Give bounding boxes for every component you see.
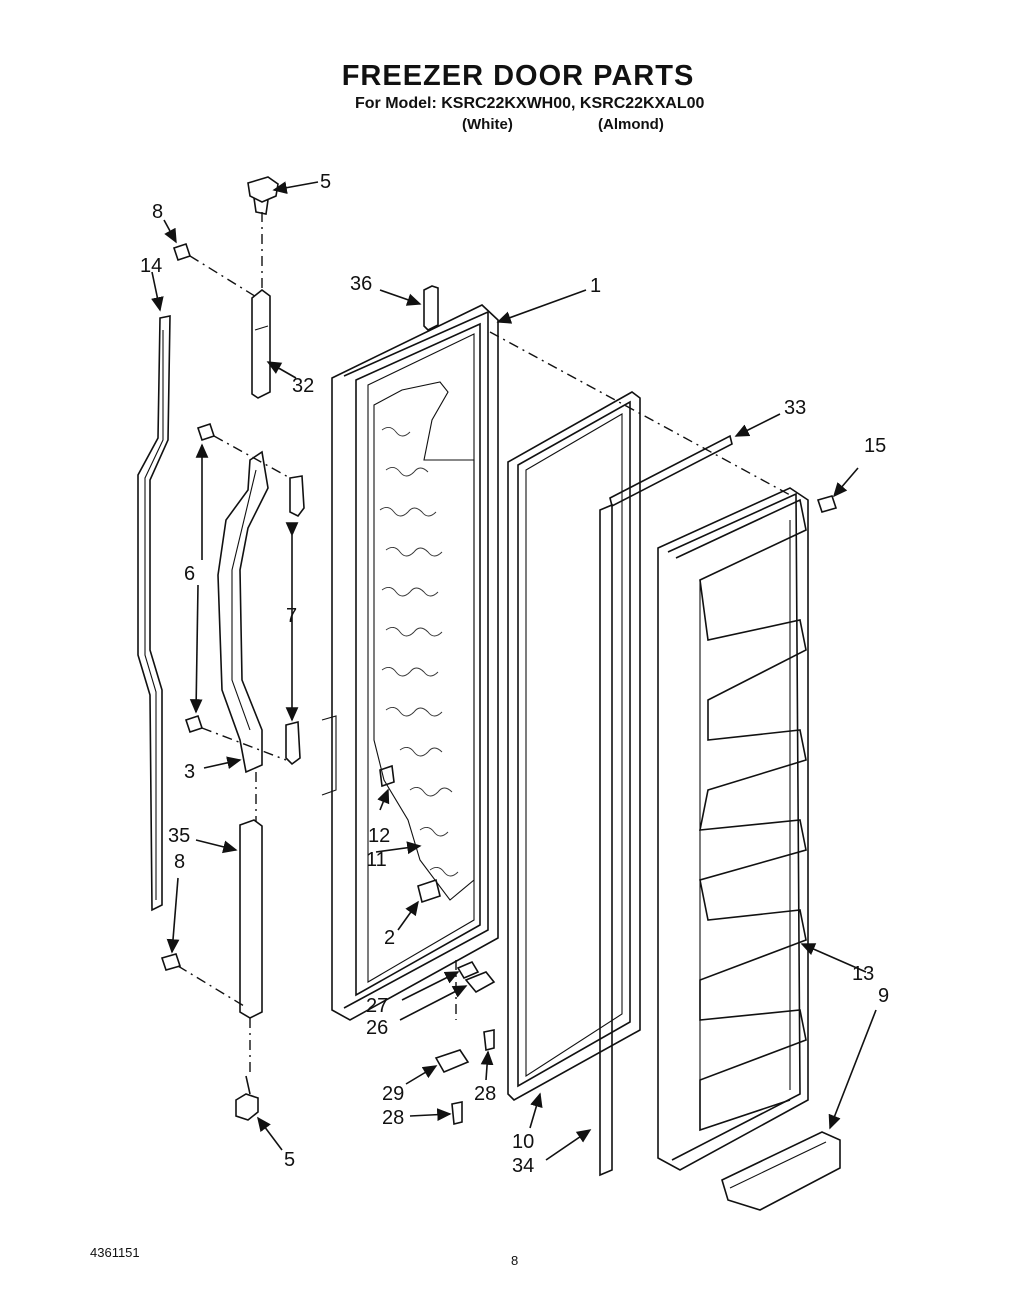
callout-9: 9 — [878, 985, 889, 1007]
callout-8-top: 8 — [152, 201, 163, 223]
callout-14: 14 — [140, 255, 162, 277]
diagram-title: FREEZER DOOR PARTS — [341, 60, 695, 92]
callout-2: 2 — [384, 927, 395, 949]
door-stop-bracket — [321, 715, 337, 796]
door-gasket-part-10 — [507, 391, 641, 1101]
callout-5-top: 5 — [320, 171, 331, 193]
callout-5-bottom: 5 — [284, 1149, 295, 1171]
screw-part-8-top — [172, 242, 192, 262]
callout-26: 26 — [366, 1017, 388, 1039]
callout-28-left: 28 — [382, 1107, 404, 1129]
door-liner-part-13 — [657, 487, 809, 1171]
callout-8-bottom: 8 — [174, 851, 185, 873]
callout-29: 29 — [382, 1083, 404, 1105]
lower-hinge-parts — [434, 960, 496, 1126]
callout-10: 10 — [512, 1131, 534, 1153]
callout-32: 32 — [292, 375, 314, 397]
upper-hinge-bar-part-32 — [251, 288, 271, 399]
page-number: 8 — [511, 1253, 519, 1268]
variant-white: (White) — [462, 116, 513, 133]
callout-1: 1 — [590, 275, 601, 297]
screw-part-6-bottom — [184, 714, 204, 734]
callout-6: 6 — [184, 563, 195, 585]
leader-lines — [151, 181, 877, 1161]
variant-almond: (Almond) — [598, 116, 664, 133]
callout-27: 27 — [366, 995, 388, 1017]
callout-28-right: 28 — [474, 1083, 496, 1105]
door-handle-part-3 — [217, 450, 269, 774]
callout-36: 36 — [350, 273, 372, 295]
callout-13: 13 — [852, 963, 874, 985]
callout-33: 33 — [784, 397, 806, 419]
trim-strip-part-14 — [137, 315, 171, 912]
shelf-bin-part-9 — [721, 1131, 841, 1211]
hinge-cap-top-part-5 — [247, 176, 279, 215]
breaker-strip-part-34 — [599, 503, 613, 1177]
screw-part-15 — [816, 495, 838, 513]
screw-part-6-top — [196, 422, 216, 442]
callout-7: 7 — [286, 605, 297, 627]
freezer-door-part-1 — [331, 285, 499, 1021]
model-line: For Model: KSRC22KXWH00, KSRC22KXAL00 — [355, 95, 705, 112]
callout-34: 34 — [512, 1155, 534, 1177]
callout-3: 3 — [184, 761, 195, 783]
screw-part-8-bottom — [160, 953, 182, 971]
lower-hinge-bar-part-35 — [239, 819, 263, 1019]
strip-part-33 — [609, 434, 733, 508]
handle-bracket-part-7 — [285, 475, 305, 766]
part-code: 4361151 — [90, 1245, 140, 1260]
callout-35: 35 — [168, 825, 190, 847]
callout-11: 11 — [366, 849, 387, 871]
hinge-cap-bottom-part-5 — [235, 1075, 259, 1121]
callout-15: 15 — [864, 435, 886, 457]
callout-12: 12 — [368, 825, 390, 847]
